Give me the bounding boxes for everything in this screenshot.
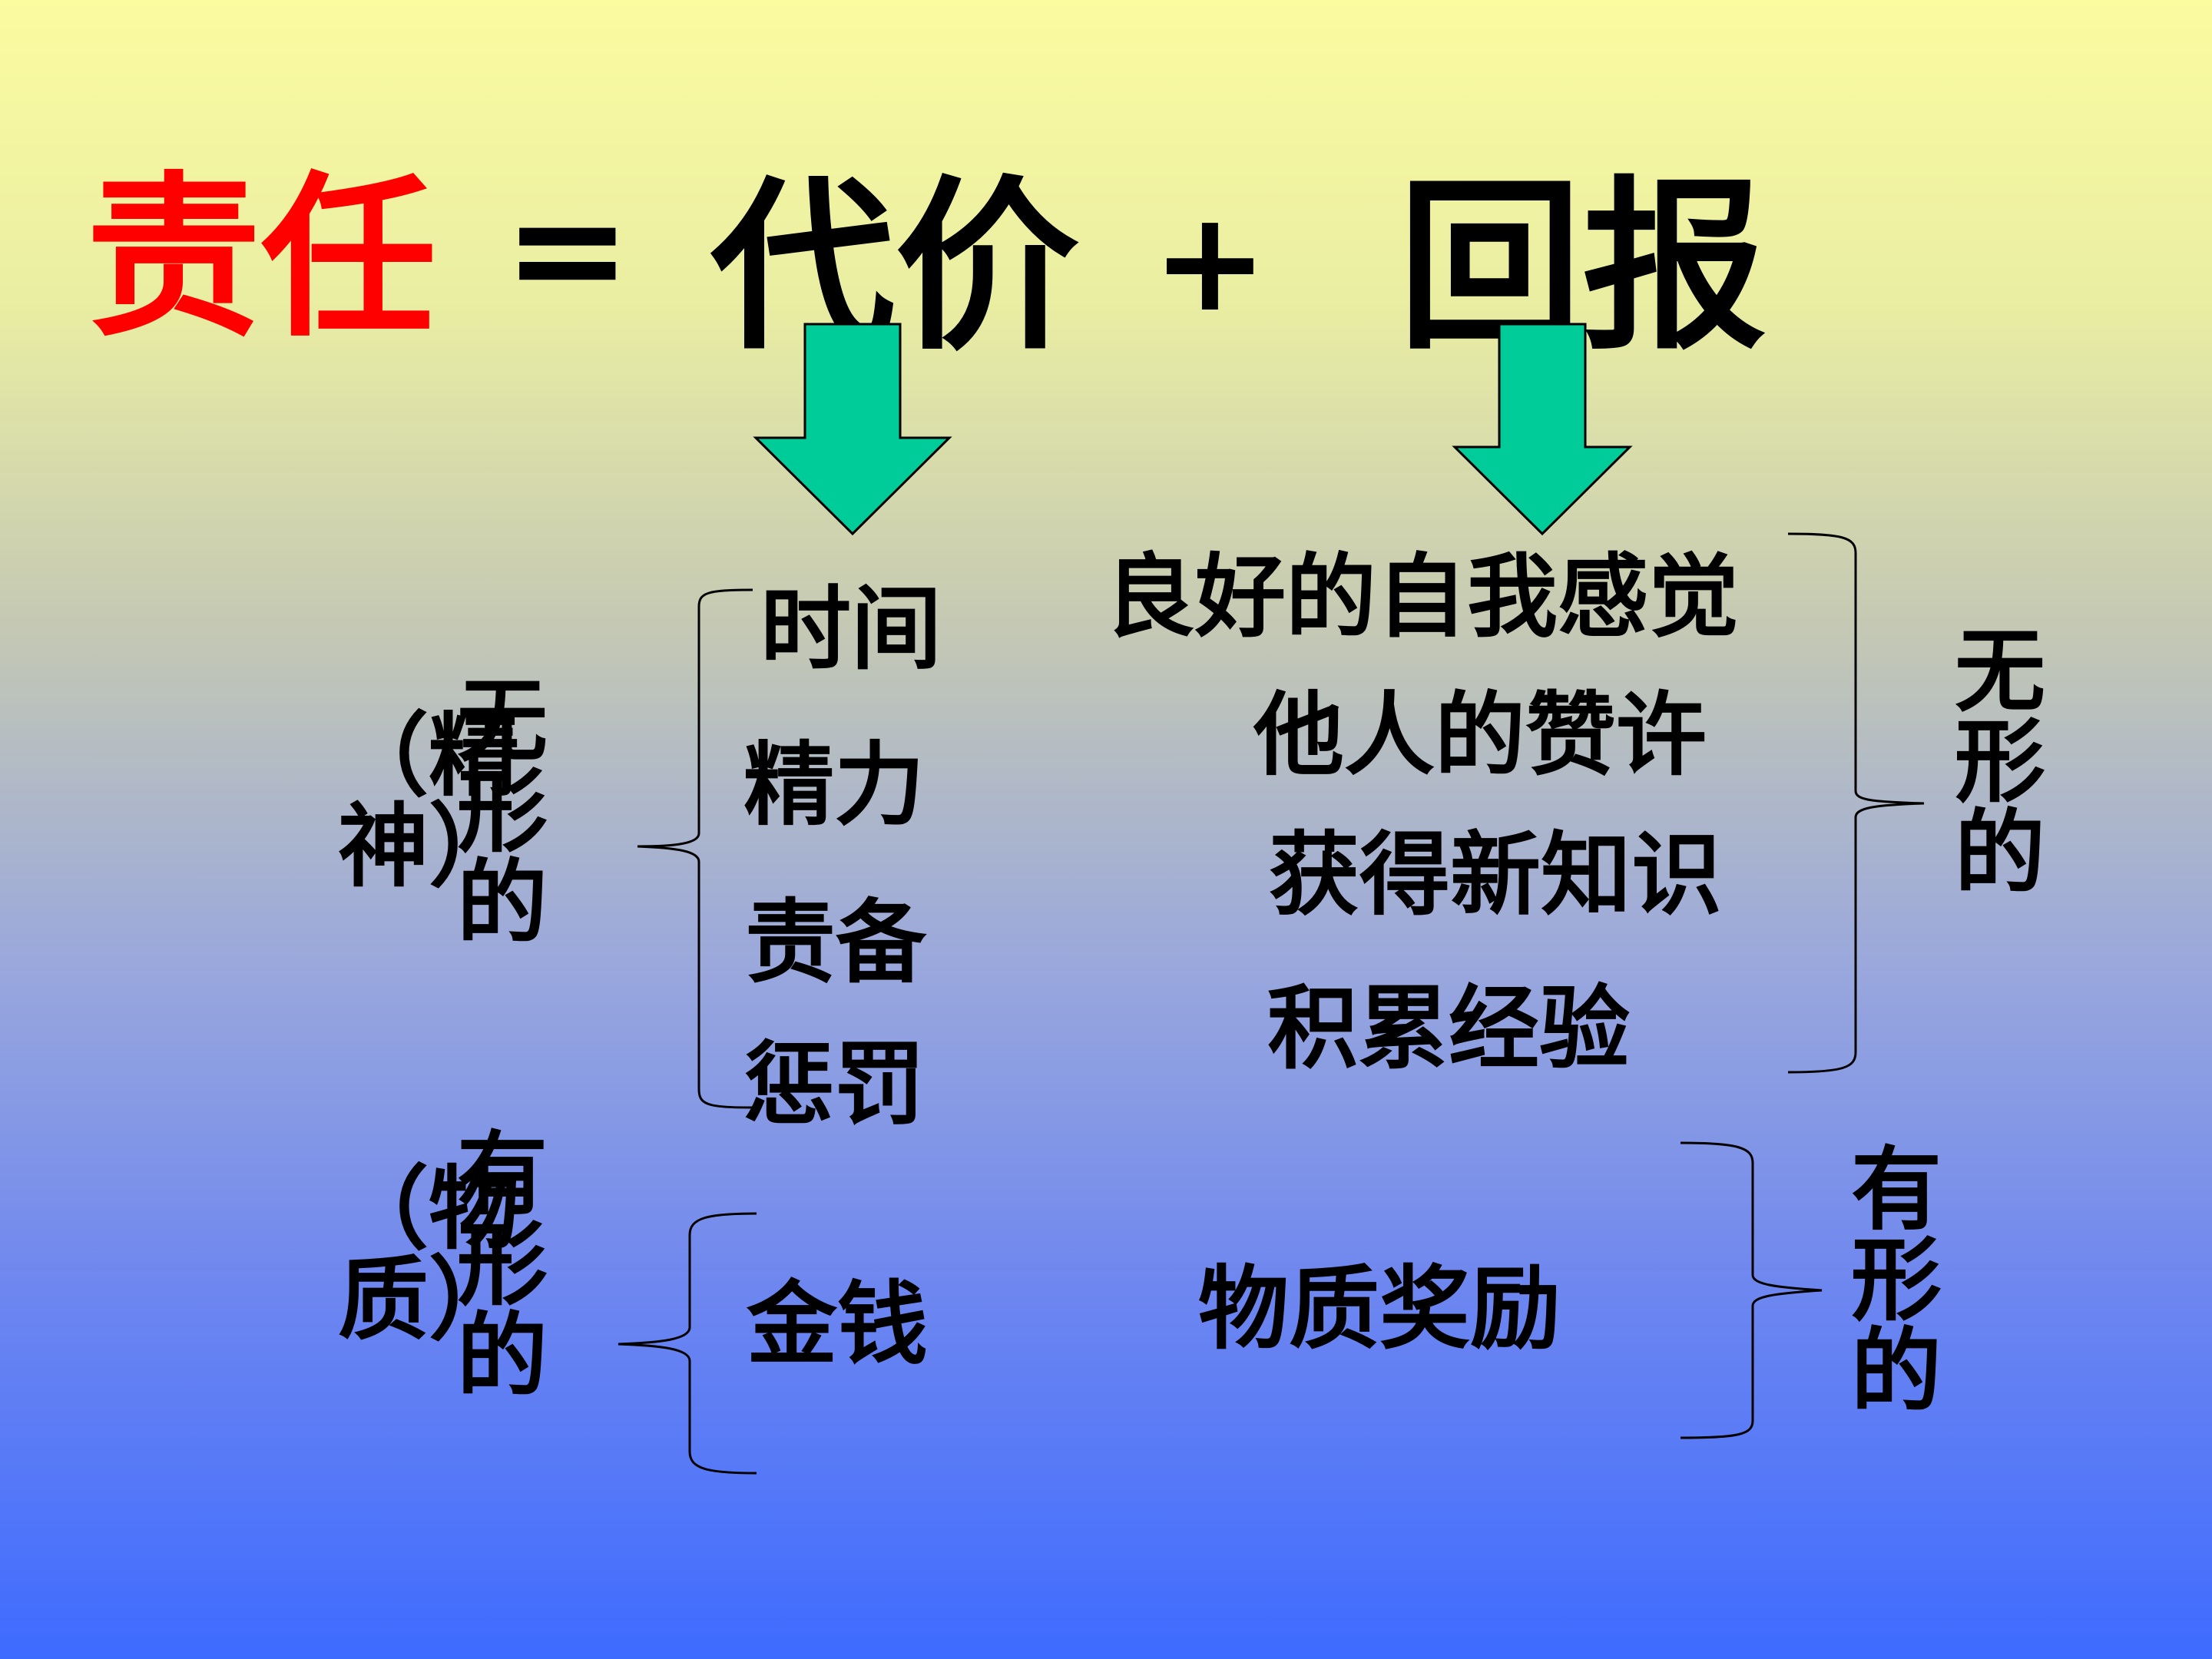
- label-intangible-reward: 无形的: [1955, 626, 2045, 898]
- label-intangible-reward-text: 无形的: [1955, 618, 2046, 906]
- label-intangible-cost-text: 无形的: [457, 668, 548, 955]
- down-arrow-icon: [1452, 323, 1633, 536]
- label-tangible-cost-paren: （物质）: [338, 1156, 520, 1353]
- reward-item: 他人的赞许: [1253, 682, 1707, 788]
- reward-item: 积累经验: [1267, 975, 1631, 1081]
- down-arrow-icon: [753, 323, 952, 536]
- left-brace-tangible-cost: [618, 1212, 757, 1475]
- label-tangible-cost-text: 有形的: [457, 1121, 548, 1409]
- reward-item: 获得新知识: [1269, 822, 1723, 928]
- equals-sign: =: [503, 160, 632, 339]
- right-brace-tangible-reward: [1680, 1141, 1823, 1439]
- label-spiritual-text: （精神）: [338, 703, 520, 899]
- right-brace-intangible-reward: [1787, 532, 1925, 1074]
- cost-item: 精力: [743, 732, 926, 838]
- label-tangible-cost: 有形的: [457, 1129, 548, 1401]
- cost-item: 金钱: [747, 1271, 929, 1377]
- plus-sign: +: [1152, 182, 1268, 343]
- label-intangible-cost-paren: （精神）: [338, 703, 520, 899]
- reward-item: 良好的自我感觉: [1104, 544, 1740, 650]
- label-material-text: （物质）: [338, 1156, 520, 1353]
- title-responsibility: 责任: [86, 156, 436, 360]
- cost-item: 时间: [760, 576, 942, 682]
- label-tangible-reward-text: 有形的: [1851, 1137, 1942, 1424]
- cost-item: 责备: [745, 889, 927, 995]
- label-intangible-cost: 无形的: [457, 676, 548, 948]
- label-tangible-reward: 有形的: [1851, 1144, 1942, 1416]
- cost-item: 惩罚: [743, 1031, 926, 1137]
- left-brace-intangible-cost: [637, 588, 753, 1109]
- reward-item: 物质奖励: [1198, 1256, 1561, 1362]
